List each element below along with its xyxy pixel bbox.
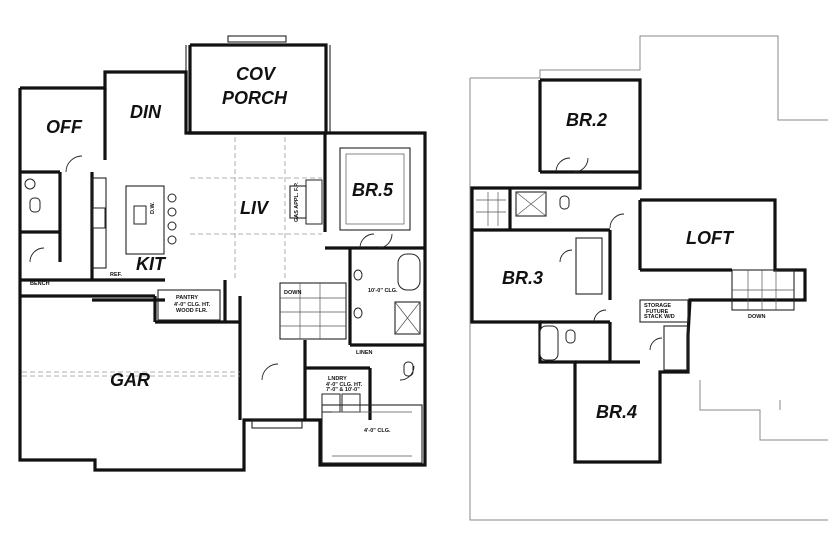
room-label-gar: GAR: [110, 370, 150, 390]
door-swing: [359, 233, 375, 249]
cooktop: [92, 207, 106, 229]
pantry-label: PANTRY: [176, 295, 198, 301]
room-label-loft: LOFT: [686, 228, 735, 248]
front-stoop: [251, 419, 303, 429]
pantry-note-2: WOOD FLR.: [176, 308, 208, 314]
powder-toilet: [29, 197, 41, 213]
br5-tray-ceiling: [339, 147, 411, 231]
room-label-off: OFF: [46, 117, 83, 137]
door-swing: [573, 157, 589, 173]
upper-floor-plan: [469, 35, 828, 521]
powder-sink: [24, 178, 36, 190]
door-swing: [609, 213, 625, 229]
bench-label: BENCH: [30, 281, 50, 287]
dw-label: D.W.: [150, 202, 156, 214]
bar-stool: [167, 235, 177, 245]
storage-box: [639, 299, 689, 323]
down-label-main: DOWN: [284, 290, 301, 296]
bar-stool: [167, 207, 177, 217]
storage-note-2: STACK W/D: [644, 314, 675, 320]
sink: [353, 269, 363, 281]
main-stair: [279, 282, 347, 340]
laundry-label: LNDRY: [328, 376, 347, 382]
island-sink: [133, 205, 147, 225]
door-swing: [559, 249, 573, 263]
storage-note: FUTURE: [646, 309, 669, 315]
bar-stool: [167, 193, 177, 203]
br5-tray-ceiling-inner: [345, 153, 405, 225]
room-label-liv: LIV: [240, 198, 270, 218]
door-swing: [555, 157, 571, 173]
room-label-din: DIN: [130, 102, 162, 122]
room-label-br4: BR.4: [596, 402, 637, 422]
roof-outline: [470, 35, 828, 121]
sink: [353, 307, 363, 319]
kitchen-island: [125, 185, 165, 255]
door-swing: [649, 337, 663, 351]
room-label-kit: KIT: [136, 254, 167, 274]
br3-closet: [575, 237, 603, 295]
laundry-note-2: 7'-0" & 10'-0": [326, 387, 360, 393]
gas-fp-label: GAS APPL. F.P.: [294, 182, 300, 222]
kitchen-counter: [91, 177, 107, 269]
upper-exterior-wall: [470, 78, 807, 464]
pantry-box: [157, 289, 221, 321]
door-swing: [261, 363, 279, 381]
walkin-clg-label: 10'-0" CLG.: [368, 288, 398, 294]
door-swing: [593, 309, 607, 323]
toilet: [403, 361, 414, 377]
laundry-note: 4'-0" CLG. HT.: [326, 382, 363, 388]
room-label-br2: BR.2: [566, 110, 607, 130]
upper-tub: [539, 325, 559, 361]
door-swing: [65, 155, 83, 173]
dryer: [341, 393, 361, 413]
room-label-cov: COV: [236, 64, 277, 84]
upper-stair: [731, 269, 795, 311]
upper-toilet: [559, 195, 570, 210]
living-grid: [190, 137, 322, 278]
tub: [397, 253, 421, 291]
upper-shower: [515, 191, 547, 217]
br4-closet: [663, 325, 689, 371]
main-floor-plan: [18, 35, 427, 472]
tile-floor: [476, 192, 506, 226]
room-label-br3: BR.3: [502, 268, 543, 288]
fireplace: [305, 179, 323, 225]
storage-label: STORAGE: [644, 303, 671, 309]
upper-toilet-2: [565, 329, 576, 344]
room-label-br5: BR.5: [352, 180, 394, 200]
pantry-note: 4'-0" CLG. HT.: [174, 302, 211, 308]
linen-label: LINEN: [356, 350, 373, 356]
bar-stool: [167, 221, 177, 231]
roof-outline: [699, 380, 828, 441]
main-exterior-wall: [18, 70, 427, 472]
washer: [321, 393, 341, 413]
down-label-upper: DOWN: [748, 314, 765, 320]
porch-ledge: [227, 35, 287, 43]
shower: [394, 301, 421, 335]
door-swing: [29, 247, 45, 263]
roof-outline: [469, 78, 828, 521]
fireplace-hearth: [289, 185, 307, 219]
walkin-closet: [321, 404, 423, 464]
ref-label: REF.: [110, 272, 122, 278]
door-swing: [377, 233, 393, 249]
door-swing: [399, 365, 415, 381]
closet-clg-label: 4'-0" CLG.: [364, 428, 391, 434]
room-label-porch: PORCH: [222, 88, 288, 108]
